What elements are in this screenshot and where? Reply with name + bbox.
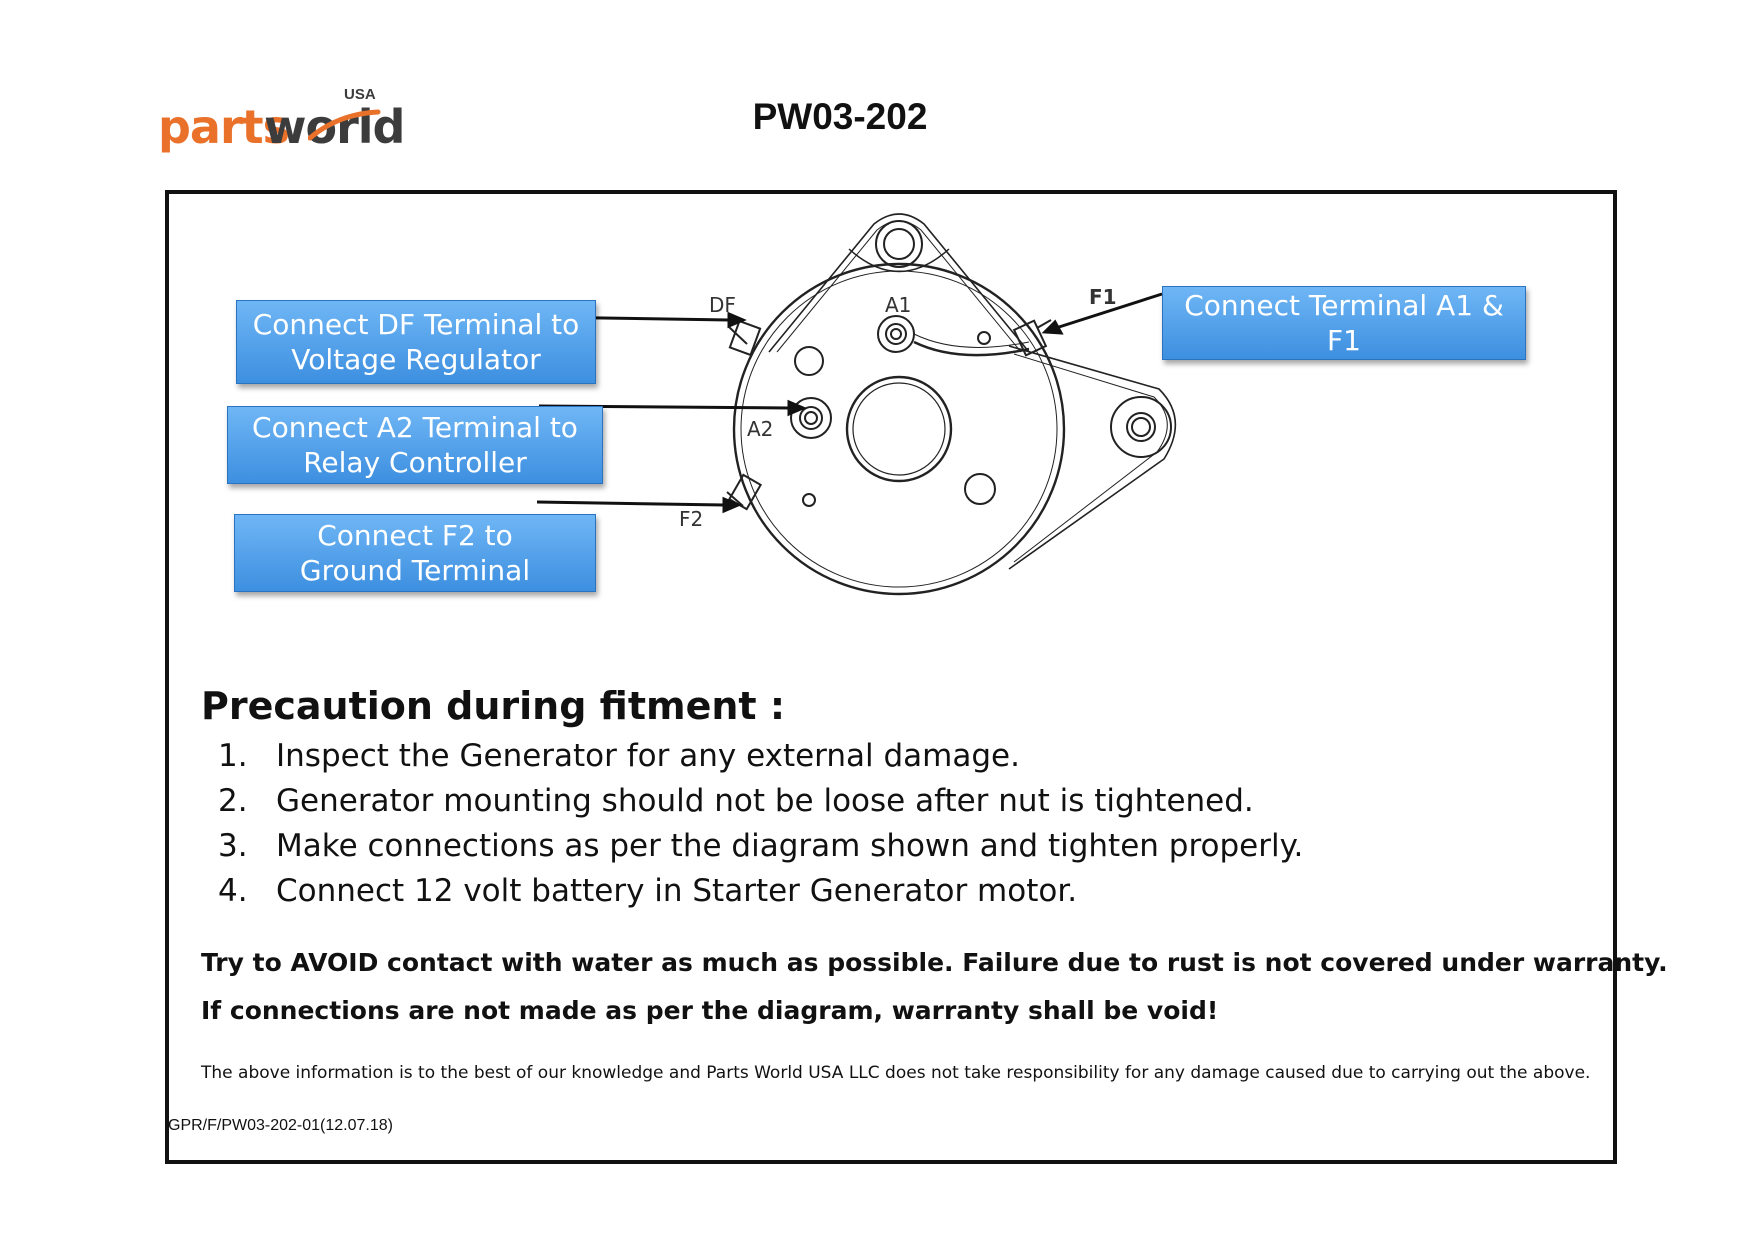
a2-arrowhead <box>787 399 807 417</box>
callout-f2-line1: Connect F2 to <box>317 519 513 552</box>
callout-a2-line1: Connect A2 Terminal to <box>252 411 578 444</box>
callout-df-line1: Connect DF Terminal to <box>252 308 580 341</box>
instruction-frame: DF A1 F1 A2 F2 Connect DF Terminal to Vo… <box>165 190 1617 1164</box>
step-number: 1. <box>218 738 248 774</box>
logo-usa-superscript: USA <box>344 86 376 103</box>
disclaimer-text: The above information is to the best of … <box>201 1063 1591 1083</box>
callout-a2-line2: Relay Controller <box>303 446 527 479</box>
terminal-label-f2: F2 <box>679 507 703 531</box>
callout-a2-relay-controller: Connect A2 Terminal to Relay Controller <box>227 406 603 484</box>
parts-world-logo: parts world USA <box>158 84 405 154</box>
generator-body-drawing <box>726 213 1177 596</box>
logo-word-world: world <box>264 100 405 154</box>
terminal-label-f1: F1 <box>1089 285 1117 309</box>
f1-arrowhead <box>1041 319 1064 335</box>
water-warning: Try to AVOID contact with water as much … <box>201 948 1668 977</box>
callout-f2-ground-terminal: Connect F2 to Ground Terminal <box>234 514 596 592</box>
terminal-label-df: DF <box>709 293 736 317</box>
callout-a1-f1: Connect Terminal A1 & F1 <box>1162 286 1526 360</box>
terminal-label-a2: A2 <box>747 417 773 441</box>
step-text: Make connections as per the diagram show… <box>276 828 1304 864</box>
step-text: Generator mounting should not be loose a… <box>276 783 1254 819</box>
callout-a1f1-line1: Connect Terminal A1 & F1 <box>1184 289 1504 357</box>
precaution-heading: Precaution during fitment : <box>201 684 786 728</box>
callout-df-voltage-regulator: Connect DF Terminal to Voltage Regulator <box>236 300 596 384</box>
step-text: Inspect the Generator for any external d… <box>276 738 1020 774</box>
document-reference: GPR/F/PW03-202-01(12.07.18) <box>168 1117 393 1134</box>
step-number: 3. <box>218 828 248 864</box>
logo-word-parts: parts <box>158 100 290 154</box>
terminal-label-a1: A1 <box>885 293 911 317</box>
f2-arrow-line <box>536 500 725 507</box>
step-number: 2. <box>218 783 248 819</box>
f2-arrowhead <box>722 496 742 514</box>
callout-df-line2: Voltage Regulator <box>291 343 541 376</box>
step-text: Connect 12 volt battery in Starter Gener… <box>276 873 1078 909</box>
logo-swoosh-icon <box>308 109 381 141</box>
product-code-title: PW03-202 <box>752 96 928 137</box>
callout-f2-line2: Ground Terminal <box>299 554 531 587</box>
connector-arrows <box>536 292 1163 514</box>
step-number: 4. <box>218 873 248 909</box>
df-arrowhead <box>727 311 747 329</box>
f1-arrow-line <box>1058 292 1163 329</box>
warranty-void-warning: If connections are not made as per the d… <box>201 996 1219 1025</box>
